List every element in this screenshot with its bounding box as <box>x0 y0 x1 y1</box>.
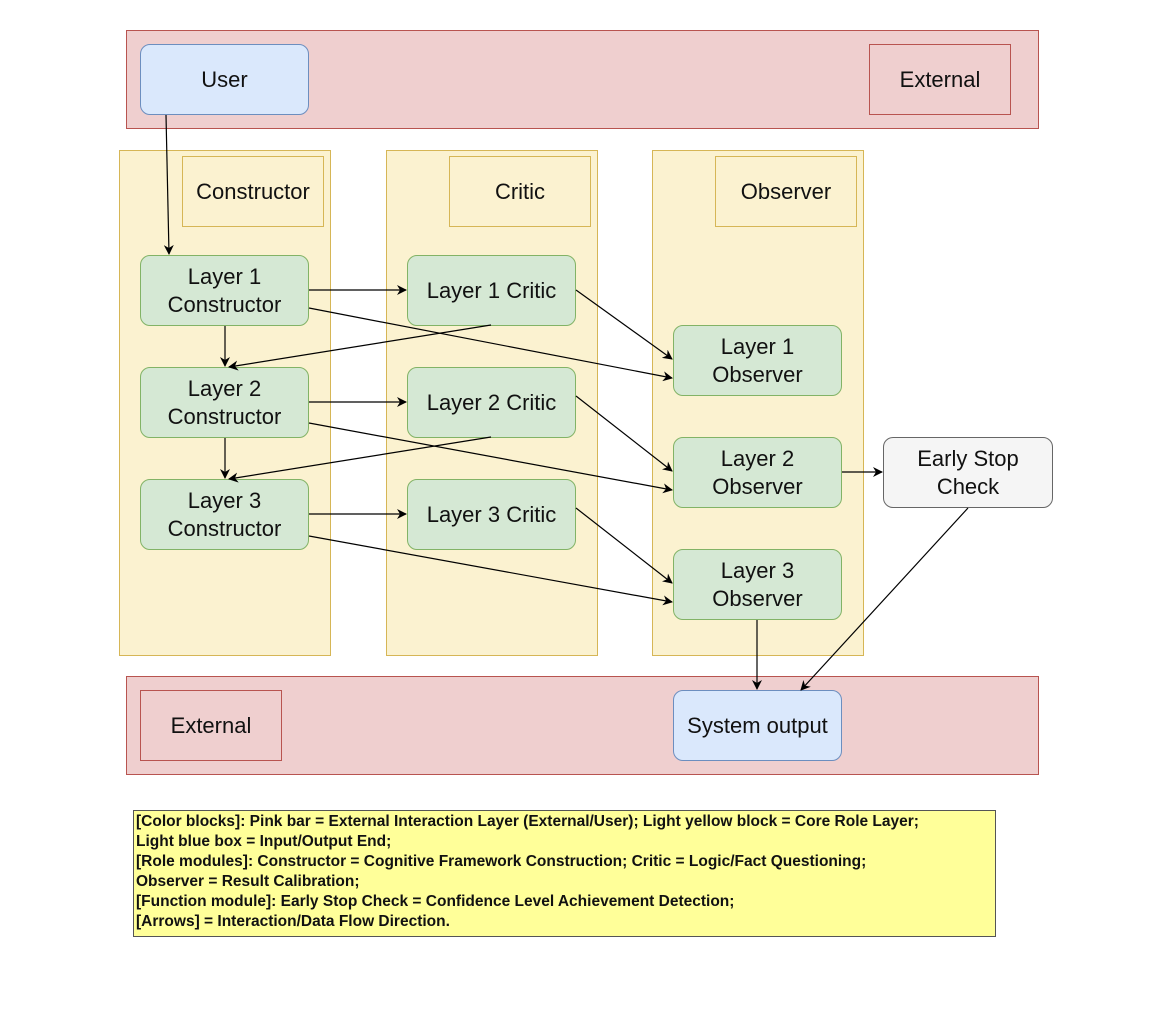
legend-line-5: [Function module]: Early Stop Check = Co… <box>136 893 735 910</box>
layer-2-observer-line1: Layer 2 <box>720 445 795 471</box>
constructor-header-label: Constructor <box>196 178 310 204</box>
layer-1-constructor-line2: Constructor <box>167 291 282 317</box>
layer-3-observer-line1: Layer 3 <box>720 557 795 583</box>
system-output-box: System output <box>673 690 842 761</box>
arrow-l1-constructor-to-l1-observer <box>308 307 673 382</box>
early-stop-line1: Early Stop <box>917 445 1019 471</box>
user-box: User <box>140 44 309 115</box>
arrow-l2-critic-to-l2-observer <box>575 395 673 472</box>
layer-2-observer-line2: Observer <box>712 473 803 499</box>
system-output-label: System output <box>687 712 828 738</box>
layer-1-critic-label: Layer 1 Critic <box>426 277 557 303</box>
legend-line-3: [Role modules]: Constructor = Cognitive … <box>136 853 867 870</box>
layer-3-critic: Layer 3 Critic <box>407 479 576 550</box>
layer-1-critic: Layer 1 Critic <box>407 255 576 326</box>
arrow-l2-critic-to-l3-constructor <box>228 436 492 483</box>
layer-2-critic-label: Layer 2 Critic <box>426 389 557 415</box>
top-external-label: External <box>899 66 981 92</box>
legend-line-4: Observer = Result Calibration; <box>136 873 360 890</box>
legend-box: [Color blocks]: Pink bar = External Inte… <box>133 810 996 937</box>
arrow-l3-critic-to-l3-observer <box>575 507 673 584</box>
arrow-l1-critic-to-l1-observer <box>575 289 673 360</box>
legend-line-2: Light blue box = Input/Output End; <box>136 833 392 850</box>
arrow-user-to-l1-constructor <box>163 114 174 255</box>
layer-3-critic-label: Layer 3 Critic <box>426 501 557 527</box>
arrow-l2-constructor-to-l2-observer <box>308 422 673 494</box>
bottom-external-band <box>126 676 1039 775</box>
critic-header-label: Critic <box>494 178 546 204</box>
bottom-external-box: External <box>140 690 282 761</box>
top-external-box: External <box>869 44 1011 115</box>
bottom-external-label: External <box>170 712 252 738</box>
layer-3-constructor-line1: Layer 3 <box>187 487 262 513</box>
legend-line-6: [Arrows] = Interaction/Data Flow Directi… <box>136 913 450 930</box>
arrow-early-stop-to-output <box>800 507 969 691</box>
layer-3-observer-line2: Observer <box>712 585 803 611</box>
user-label: User <box>201 66 248 92</box>
layer-1-constructor-line1: Layer 1 <box>187 263 262 289</box>
observer-header-label: Observer <box>740 178 832 204</box>
early-stop-line2: Check <box>936 473 1000 499</box>
layer-2-constructor-line1: Layer 2 <box>187 375 262 401</box>
layer-1-observer-line2: Observer <box>712 361 803 387</box>
layer-3-constructor-line2: Constructor <box>167 515 282 541</box>
arrow-l1-critic-to-l2-constructor <box>228 324 492 371</box>
critic-header: Critic <box>449 156 591 227</box>
legend-line-1: [Color blocks]: Pink bar = External Inte… <box>136 813 919 830</box>
constructor-header: Constructor <box>182 156 324 227</box>
arrow-l3-constructor-to-l3-observer <box>308 535 673 606</box>
observer-header: Observer <box>715 156 857 227</box>
layer-2-critic: Layer 2 Critic <box>407 367 576 438</box>
layer-1-observer-line1: Layer 1 <box>720 333 795 359</box>
layer-2-constructor-line2: Constructor <box>167 403 282 429</box>
